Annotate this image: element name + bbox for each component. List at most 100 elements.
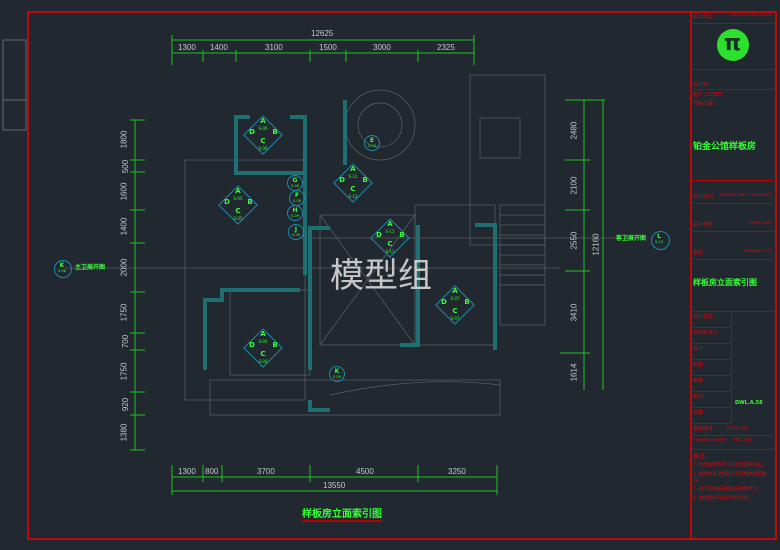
scale-value: DWL.A.58 [735, 400, 763, 406]
elevation-callout[interactable]: A S-12 B D C S-12 [333, 163, 373, 203]
left-dim: 1380 [119, 423, 129, 442]
callout-code: S-12 [348, 174, 358, 179]
client-row: 客户 CLIENT [693, 92, 723, 98]
marker-letter: K [334, 368, 340, 375]
callout-letter: A [387, 220, 393, 228]
bottom-dim: 800 [205, 467, 219, 476]
marker-code: S-08 [293, 199, 301, 203]
signature-row: 日期 [691, 408, 732, 424]
left-dim: 1800 [119, 130, 129, 149]
left-ref-label: 主卫展开图 [75, 264, 106, 271]
elevation-callout[interactable]: A S-06 B D C S-06 [243, 115, 283, 155]
callout-code: S-07 [450, 296, 460, 301]
right-dim: 2100 [569, 176, 579, 195]
callout-code: S-05 [233, 216, 243, 221]
callout-letter: D [441, 298, 447, 306]
callout-letter: A [260, 330, 266, 338]
elevation-callout[interactable]: A S-05 B D C S-05 [218, 185, 258, 225]
marker-code: S-09 [292, 233, 300, 237]
top-dim: 1300 [178, 43, 196, 52]
callout-code: S-04 [258, 339, 268, 344]
callout-letter: D [339, 176, 345, 184]
signature-row: 项目负责人 [691, 328, 732, 344]
marker-letter: E [369, 137, 375, 144]
project-no-row: 设计编号 PROJECT NO. [691, 220, 774, 232]
callout-letter: C [260, 137, 266, 145]
drawing-title-row: 图名 DRAWING TITLE [691, 248, 774, 260]
top-dim: 1400 [210, 43, 228, 52]
bottom-dim: 4500 [356, 467, 374, 476]
callout-letter: D [249, 128, 255, 136]
callout-code: S-06 [258, 146, 268, 151]
callout-letter: C [350, 185, 356, 193]
callout-code: S-06 [258, 126, 268, 131]
left-dim: 500 [121, 159, 131, 174]
marker-letter: F [294, 192, 300, 199]
consultant-row: 设计顾问 ARCHITECTURE CONSULTANTS [691, 192, 774, 204]
callout-letter: B [399, 231, 405, 239]
elevation-callout[interactable]: A S-11 B D C S-11 [370, 218, 410, 258]
right-dim: 2480 [569, 121, 579, 140]
signature-row: 绘图 [691, 360, 732, 376]
callout-code: S-11 [385, 249, 395, 254]
callout-letter: A [452, 287, 458, 295]
left-dim: 1750 [119, 362, 129, 381]
watermark: 模型组 [330, 256, 432, 296]
marker-letter: H [292, 207, 298, 214]
elevation-callout[interactable]: A S-07 B D C S-07 [435, 285, 475, 325]
callout-letter: C [235, 207, 241, 215]
left-dim: 1750 [119, 303, 129, 322]
callout-code: S-04 [258, 359, 268, 364]
left-dim: 920 [121, 397, 131, 412]
left-dim: 2000 [119, 258, 129, 277]
right-dim: 1614 [569, 363, 579, 382]
callout-letter: B [247, 198, 253, 206]
bottom-dim: 3250 [448, 467, 466, 476]
signature-row: 校对 [691, 392, 732, 408]
callout-letter: C [260, 350, 266, 358]
right-dim: 2550 [569, 231, 579, 250]
callout-letter: B [362, 176, 368, 184]
bottom-dim: 1300 [178, 467, 196, 476]
project-row: 项目工程: 铂金公馆样板房 [691, 99, 774, 181]
logo-row: π [691, 24, 774, 70]
drawing-title: 样板房立面索引图 [302, 505, 382, 522]
left-dim: 1400 [119, 217, 129, 236]
left-dim: 1600 [119, 182, 129, 201]
top-dim: 2325 [437, 43, 455, 52]
project-name: 铂金公馆样板房 [693, 142, 757, 152]
callout-letter: A [235, 187, 241, 195]
marker-code: S-03 [368, 144, 376, 148]
right-dim: 3410 [569, 303, 579, 322]
design-unit-row: 设计单位 ARCHITECTURE DESIGN [691, 12, 774, 24]
marker-code: S-09 [291, 214, 299, 218]
signature-row: 审核 [691, 376, 732, 392]
marker-letter: J [294, 226, 298, 233]
top-total-dim: 12625 [311, 29, 334, 38]
top-dim: 1500 [319, 43, 337, 52]
elevation-callout[interactable]: A S-04 B D C S-04 [243, 328, 283, 368]
callout-letter: C [387, 240, 393, 248]
signature-row: 设计总监 [691, 312, 732, 328]
callout-letter: A [350, 165, 356, 173]
callout-letter: C [452, 307, 458, 315]
logo: π [716, 29, 749, 61]
callout-letter: D [249, 341, 255, 349]
callout-code: S-12 [348, 194, 358, 199]
bottom-dim: 3700 [257, 467, 275, 476]
callout-letter: B [272, 128, 278, 136]
callout-letter: B [272, 341, 278, 349]
right-total-dim: 12160 [591, 233, 601, 256]
drawing-title-value: 样板房立面索引图 [691, 276, 774, 312]
notes: 备注 1. 本图纸所有尺寸以现场实测为准。2. 图纸中未注明部分参照相关图纸施工… [693, 453, 767, 501]
top-dim: 3000 [373, 43, 391, 52]
